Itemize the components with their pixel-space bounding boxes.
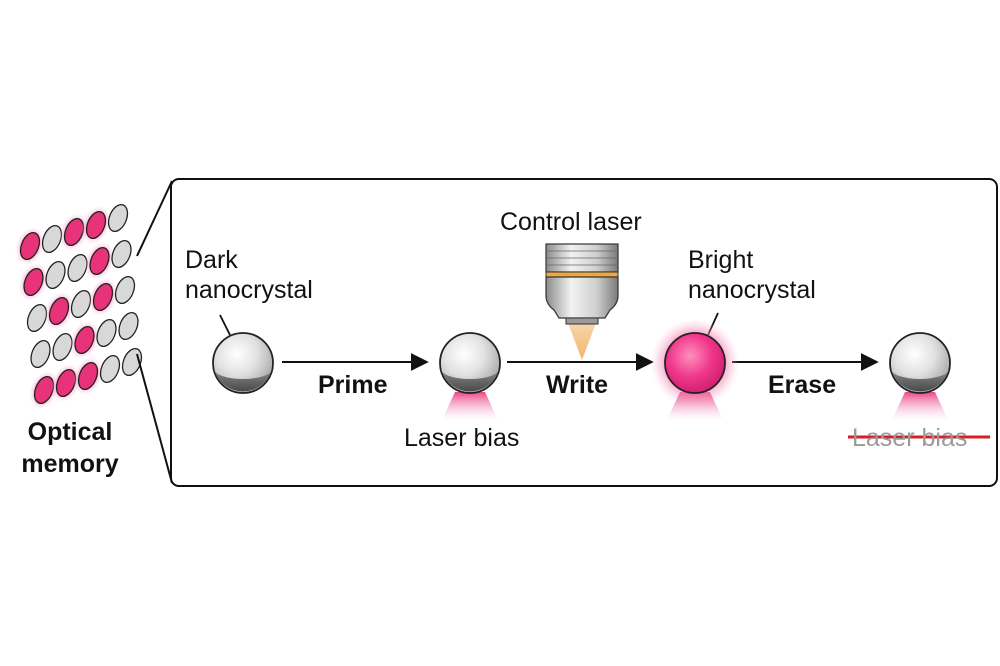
laser-bias-cone-1 — [442, 392, 498, 420]
dark-label-line1: Dark — [185, 246, 238, 274]
dark-nanocrystal-sphere — [212, 332, 274, 394]
memory-cell-dark — [99, 354, 121, 384]
primed-nanocrystal-sphere — [439, 332, 501, 394]
optical-memory-label: Optical memory — [21, 418, 119, 478]
memory-cell-dark — [111, 239, 132, 269]
memory-cell-dark — [121, 347, 143, 377]
control-laser-objective-icon — [545, 243, 619, 360]
bright-nanocrystal-sphere — [651, 319, 739, 407]
prime-step-label: Prime — [318, 371, 388, 399]
memory-cell-dark — [107, 203, 129, 233]
bright-label-line1: Bright — [688, 246, 754, 274]
memory-cell-dark — [96, 318, 117, 348]
memory-cell-dark — [118, 311, 139, 341]
memory-cell-dark — [114, 275, 136, 305]
laser-bias-cone-3 — [892, 392, 948, 420]
process-panel — [170, 178, 998, 487]
memory-cell-dark — [30, 339, 51, 369]
memory-cell-bright — [77, 361, 99, 391]
memory-cell-bright — [19, 231, 41, 261]
erase-step-label: Erase — [768, 371, 837, 399]
zoom-line-top — [136, 180, 173, 257]
memory-cell-bright — [74, 325, 95, 355]
memory-cell-dark — [45, 260, 66, 290]
erased-nanocrystal-sphere — [889, 332, 951, 394]
memory-cell-bright — [92, 282, 114, 312]
memory-cell-bright — [48, 296, 70, 326]
dark-label-line2: nanocrystal — [185, 276, 313, 304]
memory-cell-bright — [23, 267, 44, 297]
memory-cell-bright — [89, 246, 110, 276]
bright-nanocrystal-label: Bright nanocrystal — [688, 245, 816, 305]
write-step-label: Write — [546, 371, 609, 399]
zoom-line-bottom — [136, 353, 173, 484]
control-laser-label: Control laser — [500, 208, 642, 236]
dark-leader-line — [219, 314, 231, 336]
optical-memory-grid — [15, 203, 143, 410]
dark-nanocrystal-label: Dark nanocrystal — [185, 245, 313, 305]
laser-bias-struck-label: Laser bias — [852, 424, 968, 452]
bright-label-line2: nanocrystal — [688, 276, 816, 304]
laser-bias-label: Laser bias — [404, 424, 520, 452]
memory-cell-bright — [85, 210, 107, 240]
